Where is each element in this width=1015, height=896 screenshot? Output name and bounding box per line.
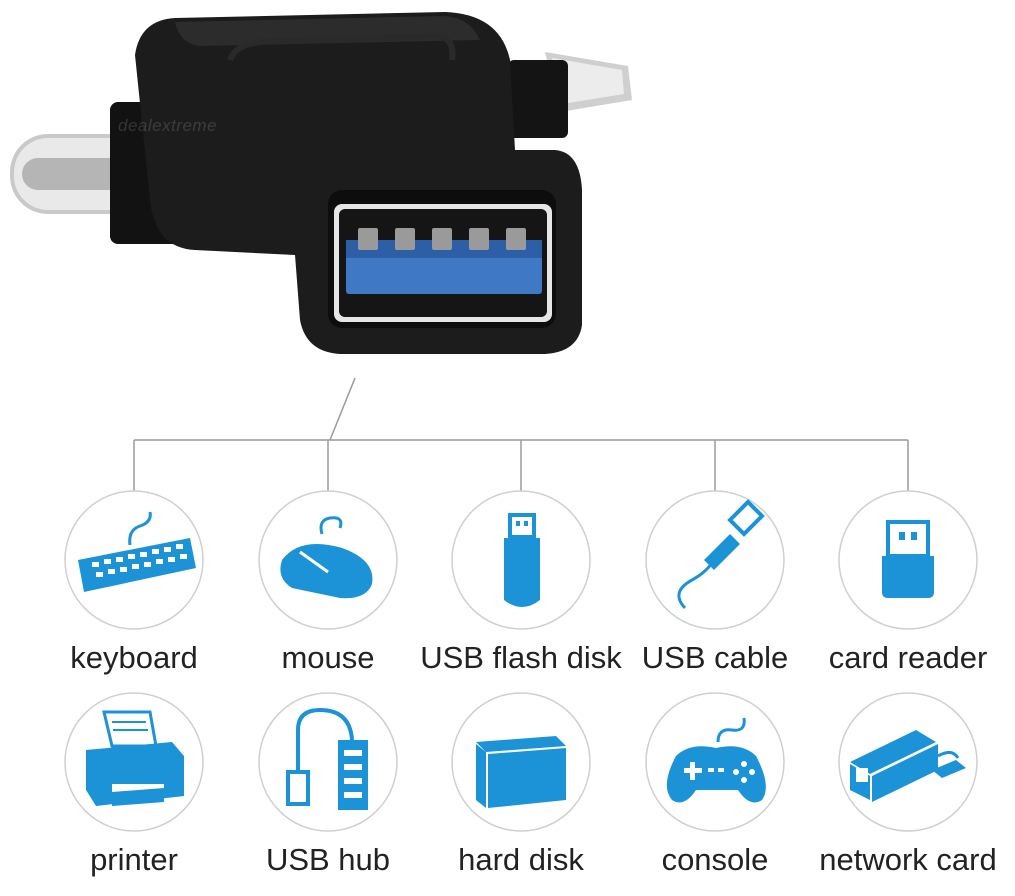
micro-usb-plug xyxy=(508,52,632,138)
hard-disk-icon xyxy=(476,736,566,808)
label-keyboard: keyboard xyxy=(70,640,198,675)
label-hard-disk: hard disk xyxy=(458,842,584,877)
label-usb-flash-disk: USB flash disk xyxy=(420,640,622,675)
label-usb-cable: USB cable xyxy=(641,640,789,675)
card-reader-icon xyxy=(882,520,934,598)
label-mouse: mouse xyxy=(281,640,375,675)
printer-icon xyxy=(86,710,184,806)
usb-flash-disk-icon xyxy=(504,513,540,607)
network-card-icon xyxy=(850,730,966,802)
label-card-reader: card reader xyxy=(828,640,988,675)
usb-a-port xyxy=(328,190,556,328)
otg-adapter-photo xyxy=(10,12,632,354)
mouse-icon xyxy=(280,516,373,599)
label-console: console xyxy=(661,842,769,877)
usb-cable-icon xyxy=(677,499,765,610)
connector-lines xyxy=(133,377,909,492)
label-usb-hub: USB hub xyxy=(265,842,391,877)
label-network-card: network card xyxy=(819,842,997,877)
label-printer: printer xyxy=(90,842,178,877)
watermark: dealextreme xyxy=(118,116,218,135)
keyboard-icon xyxy=(78,511,196,592)
usb-hub-icon xyxy=(286,707,368,810)
gamepad-icon xyxy=(666,717,766,803)
